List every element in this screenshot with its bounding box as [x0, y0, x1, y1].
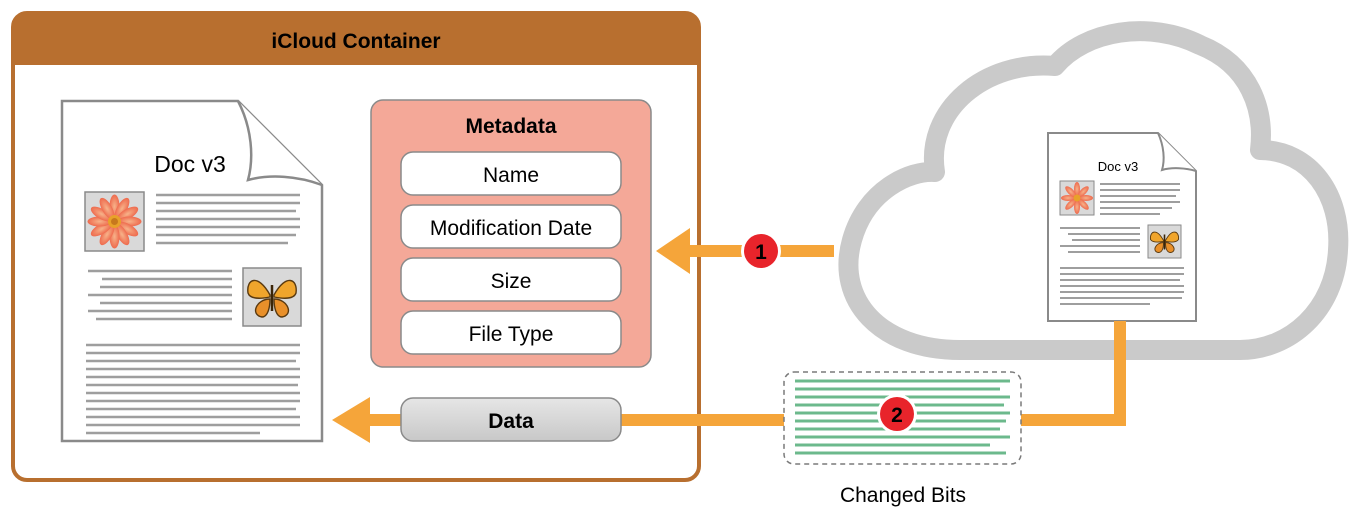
container-header: [13, 13, 699, 65]
flower-thumbnail: [84, 191, 145, 252]
local-document-title: Doc v3: [154, 151, 226, 177]
step-1-badge: [744, 234, 778, 268]
metadata-field-name: Name: [483, 164, 539, 187]
cloud-document-text-lines: [1060, 183, 1184, 305]
cloud-page-curl: [1157, 132, 1197, 172]
cloud-document-title: Doc v3: [1098, 159, 1138, 174]
cloud-flower-thumbnail: [1059, 180, 1095, 216]
local-document: Doc v3: [60, 99, 324, 443]
changed-bits-label: Changed Bits: [840, 484, 966, 507]
local-document-text-lines: [86, 193, 300, 435]
metadata-field: [400, 151, 622, 196]
metadata-field-modification-date: Modification Date: [430, 217, 592, 240]
metadata-field: [400, 310, 622, 355]
step-1-number: 1: [755, 241, 767, 264]
metadata-box: Metadata Name Modification Date Size Fil…: [370, 99, 652, 368]
metadata-sync-arrow: 1: [656, 228, 834, 274]
butterfly-thumbnail: [242, 267, 302, 327]
step-2-number: 2: [891, 404, 903, 427]
step-2-badge: [880, 397, 914, 431]
container-title: iCloud Container: [271, 30, 440, 53]
metadata-field-file-type: File Type: [469, 323, 554, 346]
changed-bits-box: 2 Changed Bits: [783, 371, 1022, 507]
data-pill: [400, 397, 622, 442]
metadata-title: Metadata: [465, 115, 556, 138]
cloud-document: Doc v3: [1047, 132, 1197, 322]
metadata-field-size: Size: [491, 270, 532, 293]
page-curl: [236, 100, 323, 187]
metadata-field: [400, 204, 622, 249]
cloud-butterfly-thumbnail: [1147, 224, 1182, 259]
data-label: Data: [488, 410, 534, 433]
data-sync-arrow: Data: [332, 321, 1126, 443]
metadata-field: [400, 257, 622, 302]
